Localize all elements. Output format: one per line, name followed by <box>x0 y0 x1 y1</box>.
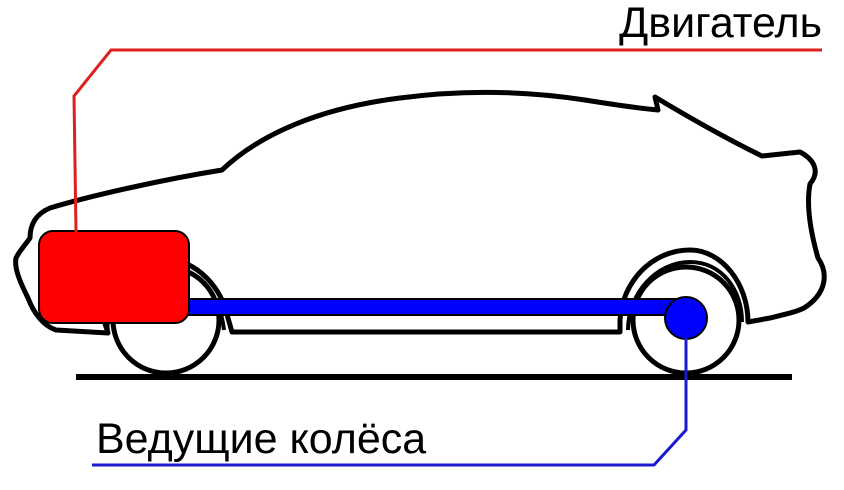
engine-block <box>38 230 190 324</box>
rear-axle-hub <box>664 296 708 340</box>
drive-wheels-leader-line <box>92 338 688 467</box>
engine-leader-line <box>72 48 822 233</box>
drive-shaft <box>179 298 681 316</box>
engine-label: Двигатель <box>619 0 822 47</box>
drive-wheels-label: Ведущие колёса <box>96 415 427 463</box>
car-body-outline <box>13 89 827 336</box>
